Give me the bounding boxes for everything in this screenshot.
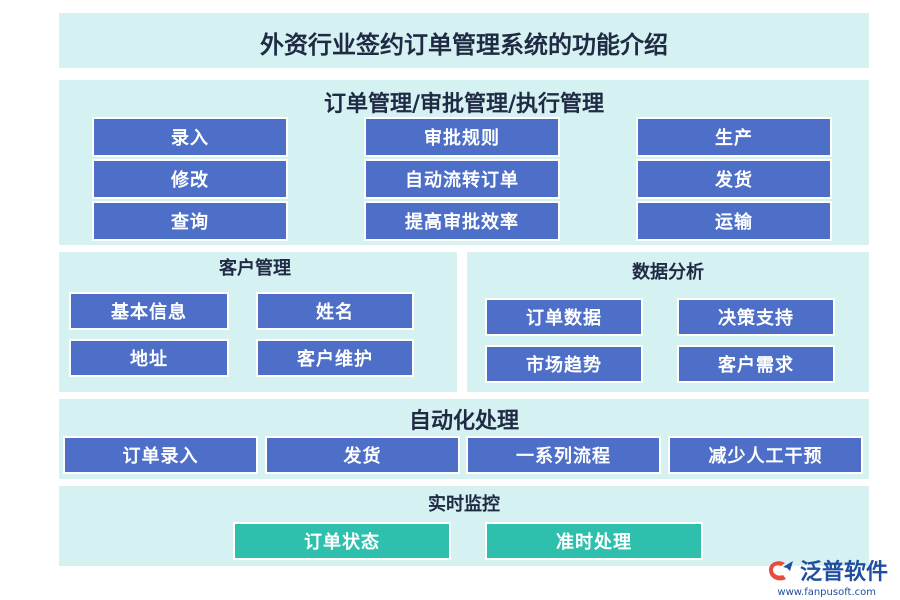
logo-icon [768, 561, 793, 581]
automation-box-process: 一系列流程 [466, 436, 661, 474]
page-title: 外资行业签约订单管理系统的功能介绍 [260, 30, 668, 59]
execution-box-shipping: 发货 [636, 159, 832, 199]
customer-box-address: 地址 [69, 339, 229, 377]
brand-logo: 泛普软件 [766, 554, 888, 586]
monitor-box-order-status: 订单状态 [233, 522, 451, 560]
automation-section-title: 自动化处理 [408, 408, 519, 434]
order-box-query: 查询 [92, 201, 288, 241]
order-box-entry: 录入 [92, 117, 288, 157]
approval-box-rules: 审批规则 [364, 117, 560, 157]
automation-box-reduce-manual: 减少人工干预 [668, 436, 863, 474]
execution-box-transport: 运输 [636, 201, 832, 241]
customer-box-maintenance: 客户维护 [256, 339, 414, 377]
data-box-decision-support: 决策支持 [677, 298, 835, 336]
order-section-title: 订单管理/审批管理/执行管理 [323, 91, 605, 117]
customer-section-title: 客户管理 [219, 258, 291, 279]
execution-box-production: 生产 [636, 117, 832, 157]
data-box-order-data: 订单数据 [485, 298, 643, 336]
monitor-section: 实时监控 [59, 486, 869, 566]
monitor-box-on-time: 准时处理 [485, 522, 703, 560]
order-box-modify: 修改 [92, 159, 288, 199]
automation-box-order-entry: 订单录入 [63, 436, 258, 474]
approval-box-efficiency: 提高审批效率 [364, 201, 560, 241]
logo-url: www.fanpusoft.com [777, 587, 876, 598]
logo-name: 泛普软件 [799, 560, 888, 585]
title-panel: 外资行业签约订单管理系统的功能介绍 [59, 13, 869, 68]
customer-box-basic-info: 基本信息 [69, 292, 229, 330]
automation-box-shipping: 发货 [265, 436, 460, 474]
data-box-market-trend: 市场趋势 [485, 345, 643, 383]
customer-box-name: 姓名 [256, 292, 414, 330]
data-box-customer-demand: 客户需求 [677, 345, 835, 383]
data-section-title: 数据分析 [632, 262, 704, 283]
monitor-section-title: 实时监控 [428, 494, 500, 515]
approval-box-auto-flow: 自动流转订单 [364, 159, 560, 199]
